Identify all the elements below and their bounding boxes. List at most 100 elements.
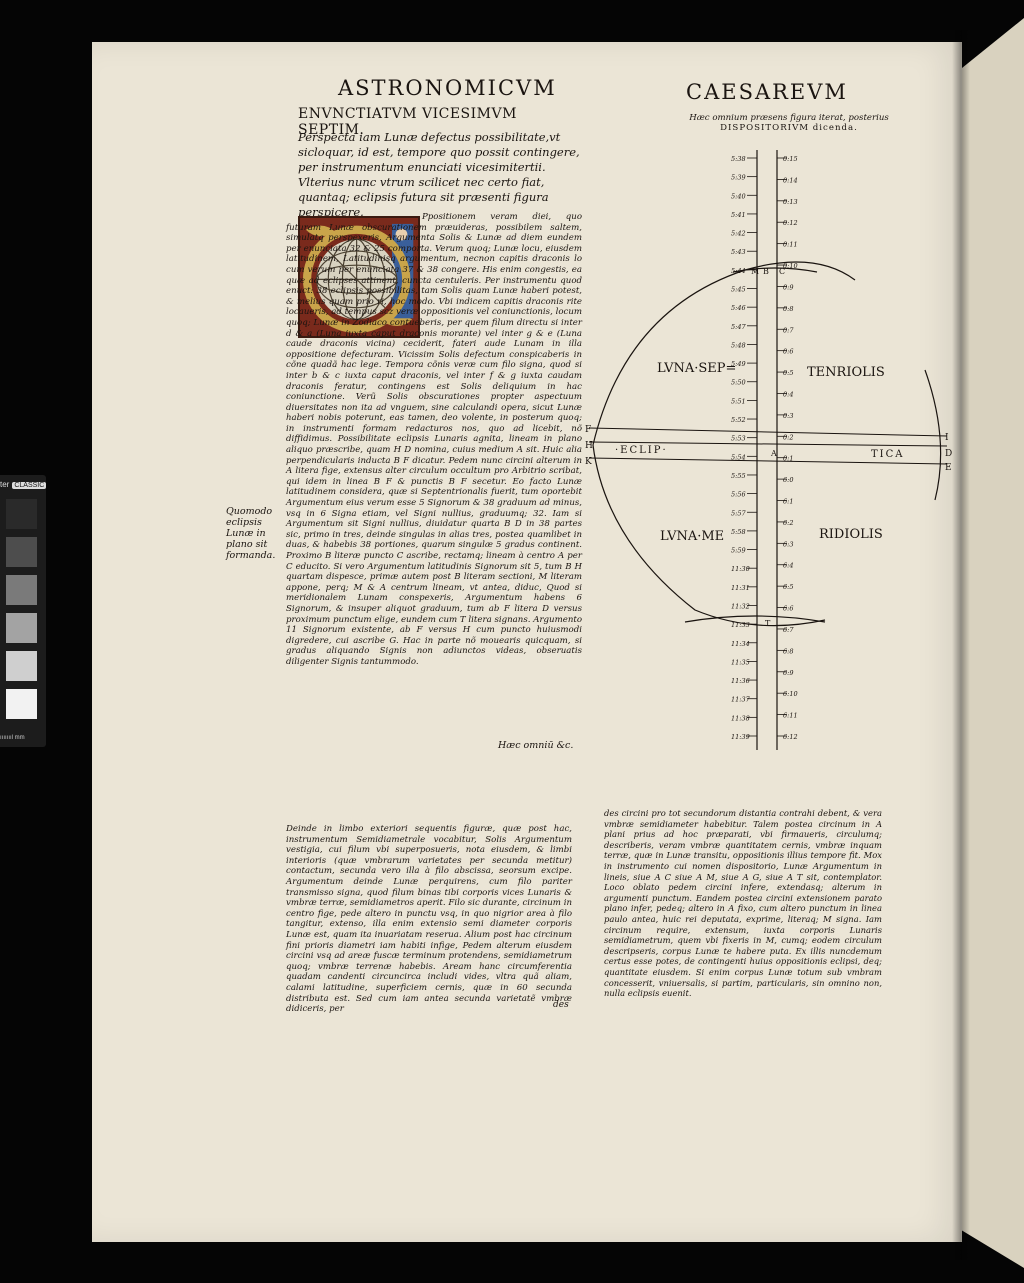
right-scale-label: 0:6 <box>783 348 793 356</box>
right-scale-label: 0:13 <box>783 198 798 206</box>
right-scale-label: 0:7 <box>783 326 794 334</box>
left-scale-label: 11:34 <box>731 640 750 648</box>
card-classic-label: CLASSIC <box>12 482 47 489</box>
right-scale-label: 0:1 <box>783 455 793 463</box>
left-scale-label: 5:59 <box>731 547 746 555</box>
gray-patch <box>6 537 37 567</box>
left-scale-label: 11:32 <box>731 602 750 610</box>
bottom-left-column: Deinde in limbo exteriori sequentis figu… <box>286 824 572 1015</box>
left-scale-label: 5:44 <box>731 267 746 275</box>
right-scale-label: 0:10 <box>783 262 798 270</box>
left-scale-label: 5:45 <box>731 286 746 294</box>
left-scale-label: 5:38 <box>731 155 746 163</box>
eclipse-diagram: 5:385:395:405:415:425:435:445:455:465:47… <box>585 150 952 750</box>
left-scale-label: 11:37 <box>731 696 751 704</box>
gray-patch <box>6 613 37 643</box>
catchword-bottom: des <box>553 1000 569 1010</box>
right-degree-scale: 0:150:140:130:120:110:100:90:80:70:60:50… <box>777 155 798 741</box>
letter-h: H <box>585 441 593 451</box>
left-scale-label: 5:58 <box>731 528 746 536</box>
left-scale-label: 11:33 <box>731 621 750 629</box>
right-scale-label: 0:14 <box>783 176 798 184</box>
right-scale-label: 6:11 <box>783 712 798 720</box>
letter-f: F <box>585 425 591 435</box>
right-scale-label: 0:15 <box>783 155 798 163</box>
letter-k: K <box>585 457 592 467</box>
right-scale-label: 6:1 <box>783 498 793 506</box>
diagram-caption-line1: Hæc omnium præsens figura iterat, poster… <box>689 113 889 123</box>
left-scale-label: 5:40 <box>731 192 746 200</box>
right-scale-label: 6:9 <box>783 669 793 677</box>
right-scale-label: 0:8 <box>783 305 793 313</box>
right-scale-label: 6:7 <box>783 626 794 634</box>
letter-m: M <box>751 267 759 276</box>
label-luna-me: LVNA·ME <box>660 529 724 544</box>
label-tenriolis: TENRIOLIS <box>807 365 885 380</box>
letter-a: A <box>770 449 777 458</box>
left-scale-label: 5:51 <box>731 397 746 405</box>
right-scale-label: 0:11 <box>783 241 798 249</box>
left-scale-label: 11:31 <box>731 584 750 592</box>
inner-arc-lower <box>684 615 826 623</box>
main-body-text: Ppositionem veram diei, quo futuram Lunæ… <box>286 212 582 667</box>
right-scale-label: 0:2 <box>783 433 793 441</box>
right-scale-label: 0:3 <box>783 412 793 420</box>
decorated-initial-o <box>298 216 420 338</box>
left-scale-label: 5:50 <box>731 379 746 387</box>
diagram-caption-line2: DISPOSITORIVM dicenda. <box>720 123 858 133</box>
gray-patch <box>6 689 37 719</box>
label-eclip: ·ECLIP· <box>615 445 668 456</box>
left-scale-label: 5:54 <box>731 453 746 461</box>
left-scale-label: 5:39 <box>731 174 746 182</box>
right-scale-label: 6:5 <box>783 583 793 591</box>
gray-patch <box>6 575 37 605</box>
letter-i: I <box>945 433 949 443</box>
left-scale-label: 5:55 <box>731 472 746 480</box>
left-scale-label: 5:49 <box>731 360 746 368</box>
left-scale-label: 5:57 <box>731 509 746 517</box>
label-tica: TICA <box>871 449 905 460</box>
left-scale-label: 5:42 <box>731 230 746 238</box>
left-scale-label: 11:36 <box>731 677 750 685</box>
right-scale-label: 6:4 <box>783 562 793 570</box>
outer-circle-arc-right <box>924 369 942 501</box>
letter-c: C <box>779 267 785 276</box>
right-scale-label: 6:8 <box>783 647 793 655</box>
left-scale-label: 5:56 <box>731 491 746 499</box>
book-page <box>92 42 962 1242</box>
left-scale-label: 11:30 <box>731 565 750 573</box>
chapter-subtitle: ENVNCTIATVM VICESIMVM SEPTIM. <box>298 106 517 138</box>
letter-t: T <box>765 619 771 628</box>
gray-patch <box>6 651 37 681</box>
outer-circle-arc-upper <box>592 261 856 446</box>
armillary-sphere-illustration <box>300 218 418 336</box>
right-scale-label: 6:12 <box>783 733 798 741</box>
left-scale-label: 5:41 <box>731 211 746 219</box>
inner-arc-upper <box>732 267 818 273</box>
left-scale-label: 5:46 <box>731 304 746 312</box>
page-title-left: ASTRONOMICVM <box>338 76 557 100</box>
card-brand-text: ter <box>0 480 10 489</box>
right-scale-label: 6:3 <box>783 540 793 548</box>
right-scale-label: 6:6 <box>783 605 793 613</box>
right-scale-label: 0:4 <box>783 390 793 398</box>
left-scale-label: 5:52 <box>731 416 746 424</box>
left-scale-label: 5:47 <box>731 323 746 331</box>
page-title-right: CAESAREVM <box>686 80 848 104</box>
right-scale-label: 0:5 <box>783 369 793 377</box>
right-scale-label: 6:2 <box>783 519 793 527</box>
intro-paragraph: Perspecta iam Lunæ defectus possibilitat… <box>298 130 580 219</box>
label-luna-sep: LVNA·SEP= <box>657 361 736 376</box>
outer-circle-arc-lower <box>592 444 826 627</box>
left-scale-label: 11:39 <box>731 733 750 741</box>
letter-e: E <box>945 463 952 473</box>
left-scale-label: 11:35 <box>731 658 750 666</box>
left-scale-label: 11:38 <box>731 714 750 722</box>
label-ridiolis: RIDIOLIS <box>819 527 883 542</box>
gray-patch <box>6 499 37 529</box>
right-scale-label: 6:10 <box>783 690 798 698</box>
facing-page <box>962 18 1024 1268</box>
ecliptic-line-middle <box>588 441 948 447</box>
